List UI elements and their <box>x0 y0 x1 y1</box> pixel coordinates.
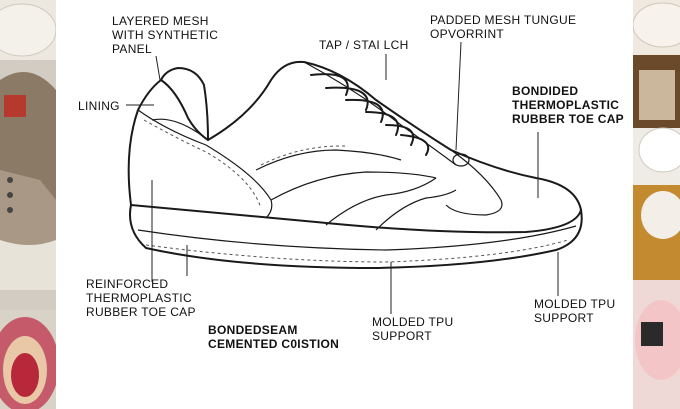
midsole-outline <box>130 204 582 234</box>
upper-outline <box>127 60 582 211</box>
label-molded-tpu-center: MOLDED TPU SUPPORT <box>372 315 454 343</box>
label-padded-mesh: PADDED MESH TUNGUE OPVORRINT <box>430 13 577 41</box>
label-lining: LINING <box>78 99 120 113</box>
heel-counter-panel <box>137 109 273 219</box>
laces <box>310 73 430 156</box>
shoe-diagram-panel: LAYERED MESH WITH SYNTHETIC PANEL LINING… <box>56 0 633 409</box>
outsole-outline <box>129 204 583 269</box>
collar-outline <box>160 67 209 141</box>
label-molded-tpu-right: MOLDED TPU SUPPORT <box>534 297 616 325</box>
left-shoe-photos <box>0 0 56 409</box>
label-bonded-seam: BONDEDSEAM CEMENTED C0ISTION <box>208 323 340 351</box>
label-bonded-thermoplastic: BONDIDED THERMOPLASTIC RUBBER TOE CAP <box>512 84 624 126</box>
toe-cap-panel <box>445 149 503 216</box>
label-layered-mesh: LAYERED MESH WITH SYNTHETIC PANEL <box>112 14 219 56</box>
label-tap-stitch: TAP / STAI LCH <box>319 38 409 52</box>
right-photo-strip <box>633 0 680 409</box>
right-shoe-photos <box>633 0 680 409</box>
shoe-illustration <box>127 60 583 269</box>
left-photo-strip <box>0 0 56 409</box>
label-reinforced-toe-cap: REINFORCED THERMOPLASTIC RUBBER TOE CAP <box>86 277 196 319</box>
